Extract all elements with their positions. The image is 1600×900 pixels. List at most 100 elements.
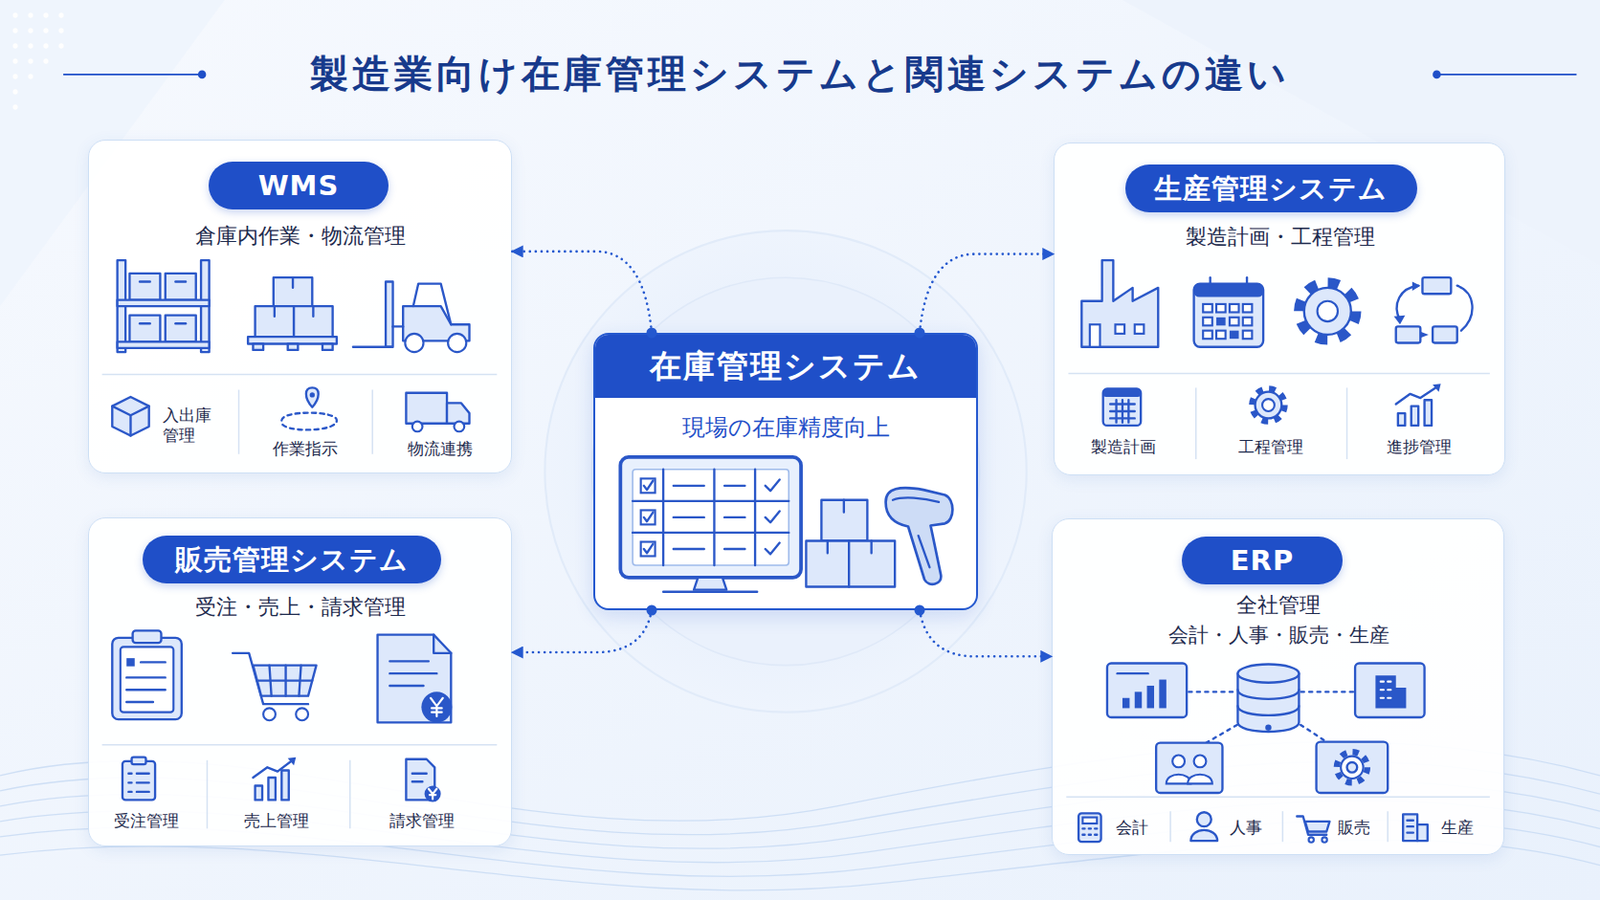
- report-chart-icon: [1117, 672, 1149, 675]
- invoice-icon: [377, 635, 453, 724]
- progress-chart-icon: [1396, 385, 1440, 404]
- cart-icon: [295, 708, 309, 721]
- system-name-pill: ERP: [1181, 536, 1343, 585]
- calculator-icon: [1082, 828, 1097, 835]
- route-icon: [281, 387, 337, 430]
- gear-icon: [1298, 283, 1356, 341]
- cycle-icon: [1457, 286, 1473, 332]
- card-dividers: [1386, 811, 1388, 843]
- barcode-scanner-icon: [892, 497, 939, 502]
- gear-small-icon: [1251, 388, 1285, 422]
- truck-icon: [446, 402, 469, 423]
- shelf-icon: [175, 280, 186, 283]
- item-label: 入出庫 管理: [162, 405, 221, 447]
- calendar-icon: [1202, 317, 1213, 327]
- database-icon: [1237, 665, 1299, 684]
- card-dividers: [1282, 811, 1284, 843]
- clipboard-icon: [133, 630, 162, 644]
- corner-dots: [27, 12, 33, 18]
- calendar-icon: [1216, 331, 1226, 340]
- background-fill: [1122, 0, 1600, 266]
- cart-small-icon: [1305, 822, 1331, 833]
- dotted-connector: [511, 610, 652, 653]
- gear-icon: [1298, 283, 1356, 341]
- card-dividers: [102, 744, 498, 746]
- center-halo: [591, 277, 979, 666]
- cart-icon: [232, 653, 309, 705]
- shelf-icon: [139, 322, 151, 325]
- truck-icon: [405, 393, 469, 433]
- database-icon: [1237, 673, 1299, 733]
- erp-links: [1188, 691, 1356, 743]
- route-icon: [281, 413, 337, 431]
- shelf-icon: [165, 273, 197, 301]
- pallet-boxes-icon: [311, 306, 314, 317]
- erp-links: [1188, 691, 1356, 743]
- clipboard-icon: [111, 638, 182, 720]
- calendar-icon: [1245, 277, 1248, 290]
- monitor-icon: [632, 469, 789, 566]
- shelf-icon: [117, 300, 210, 307]
- gear-icon: [1317, 301, 1338, 322]
- shelf-icon: [117, 260, 210, 353]
- calendar-small-icon: [1103, 388, 1141, 398]
- cycle-icon: [1420, 332, 1429, 338]
- calendar-icon: [1243, 304, 1253, 313]
- card-dividers: [102, 374, 498, 376]
- calculator-icon: [1078, 813, 1101, 843]
- item-label: 請求管理: [389, 811, 455, 832]
- inventory-system-box: 在庫管理システム現場の在庫精度向上: [593, 333, 978, 611]
- inventory-boxes-icon: [805, 540, 849, 587]
- forklift-icon: [402, 306, 469, 341]
- factory-icon: [1081, 260, 1158, 348]
- route-icon: [310, 392, 315, 398]
- progress-chart-icon: [1424, 400, 1432, 426]
- order-clipboard-small-icon: [132, 757, 147, 765]
- people-icon: [1155, 743, 1223, 794]
- corner-dots: [43, 58, 48, 64]
- sales-card: 販売管理システム受注・売上・請求管理受注管理売上管理請求管理: [88, 517, 512, 847]
- barcode-scanner-icon: [886, 488, 954, 585]
- cycle-icon: [1432, 326, 1458, 343]
- pallet-boxes-icon: [293, 306, 334, 337]
- subtitle: 倉庫内作業・物流管理: [195, 222, 406, 250]
- report-chart-icon: [1122, 698, 1130, 710]
- cube-icon: [111, 406, 149, 437]
- corner-dots: [27, 27, 33, 33]
- forklift-icon: [404, 333, 423, 353]
- cart-icon: [257, 666, 313, 697]
- factory-icon: [1114, 324, 1125, 334]
- title-rule: [63, 73, 202, 76]
- sales-chart-icon: [252, 757, 296, 801]
- cycle-icon: [1394, 315, 1406, 326]
- calendar-icon: [1243, 331, 1253, 340]
- corner-dots: [12, 12, 18, 18]
- report-chart-icon: [1107, 663, 1187, 718]
- database-icon: [1265, 724, 1271, 731]
- invoice-icon: [377, 635, 452, 724]
- shelf-icon: [200, 260, 210, 353]
- card-dividers: [1067, 373, 1489, 375]
- report-chart-icon: [1107, 663, 1187, 718]
- cycle-icon: [1412, 281, 1422, 291]
- header-band: 在庫管理システム: [595, 334, 977, 399]
- monitor-icon: [644, 481, 654, 491]
- cycle-icon: [1397, 286, 1420, 321]
- factory-icon: [1134, 324, 1145, 334]
- invoice-icon: [389, 661, 437, 687]
- item-label: 進捗管理: [1386, 437, 1452, 458]
- pallet-boxes-icon: [288, 344, 299, 351]
- item-label: 売上管理: [244, 811, 310, 832]
- card-dividers: [1169, 811, 1171, 843]
- corner-dots: [12, 104, 18, 110]
- forklift-icon: [447, 333, 467, 353]
- corner-dots: [43, 27, 48, 33]
- erp-card: ERP全社管理会計・人事・販売・生産会計人事販売生産: [1051, 518, 1505, 856]
- building-small-icon: [1406, 821, 1413, 834]
- order-clipboard-small-icon: [128, 774, 149, 793]
- report-chart-icon: [1158, 680, 1166, 710]
- connector-dot: [646, 328, 658, 339]
- monitor-icon: [620, 457, 801, 593]
